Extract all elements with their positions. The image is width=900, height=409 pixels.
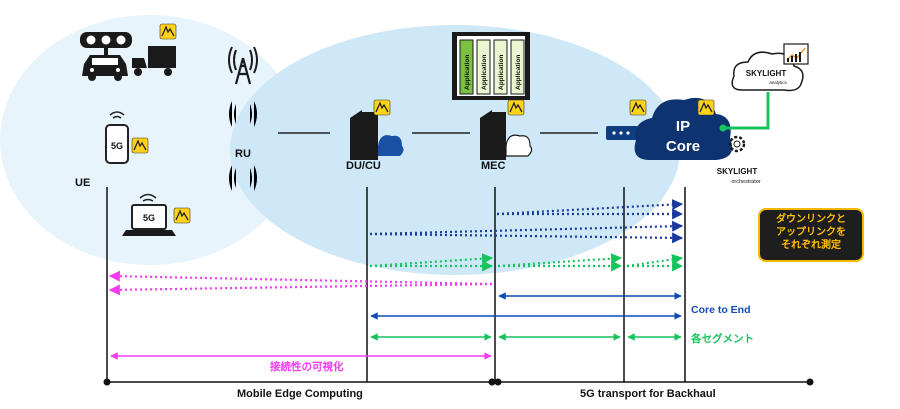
downlink-uplink-dotted-blue [369, 199, 684, 244]
mec-label: MEC [481, 160, 506, 172]
svg-text:orchestrator: orchestrator [731, 179, 761, 185]
svg-text:SKYLIGHT: SKYLIGHT [717, 167, 758, 176]
ue-label: UE [75, 177, 91, 189]
app-label: Application [515, 55, 522, 90]
skylight-analytics-icon: SKYLIGHT analytics [731, 43, 809, 92]
svg-text:analytics: analytics [769, 80, 787, 85]
truck-icon [132, 46, 176, 76]
app-label: Application [464, 55, 471, 90]
skylight-badge-icon [629, 99, 647, 116]
mec-area-bubble [230, 25, 680, 275]
analytics-link [722, 92, 770, 130]
visibility-dotted-magenta [108, 270, 493, 296]
ip-core-label: IP [676, 118, 690, 135]
segment-dotted-green [369, 253, 684, 272]
app-label: Application [498, 55, 505, 90]
skylight-badge-icon [173, 207, 191, 224]
bottom-timeline [103, 378, 814, 386]
core-to-end-label: Core to End [691, 304, 751, 316]
skylight-badge-icon [507, 99, 525, 116]
each-segment-label: 各セグメント [691, 333, 754, 345]
skylight-orchestrator-icon: SKYLIGHT orchestrator [717, 135, 761, 185]
visibility-label: 接続性の可視化 [270, 361, 344, 373]
ip-core-label: Core [666, 138, 700, 155]
svg-text:SKYLIGHT: SKYLIGHT [746, 69, 787, 78]
ue-area-bubble [0, 15, 300, 265]
measurement-callout: ダウンリンクと アップリンクを それぞれ測定 [758, 208, 864, 262]
du-cu-label: DU/CU [346, 160, 381, 172]
mec-server-icon [480, 110, 533, 160]
transport-section-label: 5G transport for Backhaul [580, 388, 716, 400]
skylight-badge-icon [159, 23, 177, 40]
skylight-badge-icon [373, 99, 391, 116]
svg-text:5G: 5G [111, 141, 123, 151]
router-icon [606, 126, 638, 140]
traffic-light-car-icon [80, 32, 132, 81]
mec-section-label: Mobile Edge Computing [237, 388, 363, 400]
laptop-icon: 5G [122, 193, 176, 236]
app-label: Application [481, 55, 488, 90]
smartphone-icon: 5G [105, 111, 129, 164]
ru-antenna-icon [228, 46, 258, 85]
svg-text:5G: 5G [143, 213, 155, 223]
skylight-badge-icon [131, 137, 149, 154]
ru-label: RU [235, 148, 251, 160]
skylight-badge-icon [697, 99, 715, 116]
application-panel: Application Application Application Appl… [452, 32, 530, 100]
du-cu-server-icon [350, 110, 404, 160]
